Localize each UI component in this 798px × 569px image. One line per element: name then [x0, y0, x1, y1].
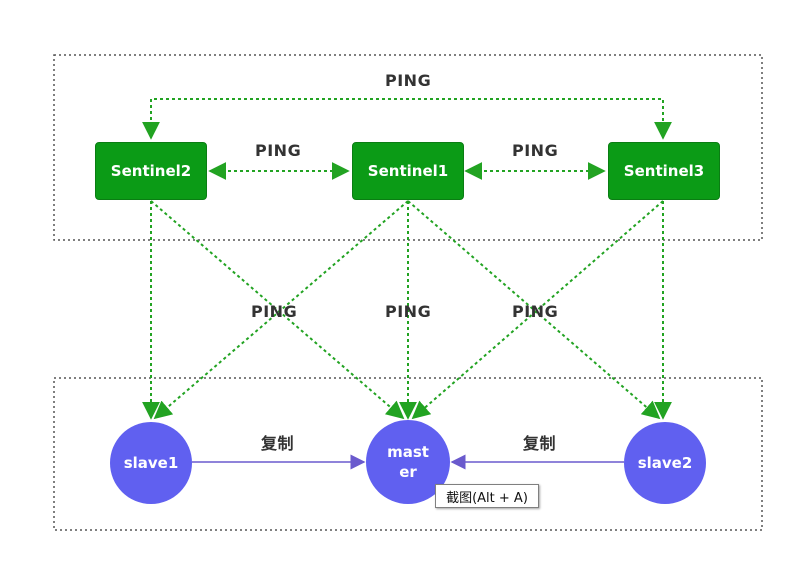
screenshot-tooltip-text: 截图(Alt + A) [446, 490, 528, 506]
ping-edge-sentinel2-sentinel3 [142, 98, 672, 140]
ping-edge-sentinel2-master [150, 200, 405, 420]
ping-label-mid-center: PING [385, 302, 432, 321]
replication-label-left: 复制 [261, 434, 295, 453]
sentinel3-node: Sentinel3 [608, 142, 720, 200]
ping-edge-sentinel1-slave1 [153, 200, 409, 420]
slave2-label: slave2 [637, 454, 693, 472]
master-label: master [387, 443, 429, 481]
sentinel2-label: Sentinel2 [110, 162, 192, 180]
slave1-label: slave1 [123, 454, 179, 472]
sentinel2-node: Sentinel2 [95, 142, 207, 200]
ping-label-right: PING [512, 141, 559, 160]
slave1-node: slave1 [110, 422, 192, 504]
ping-label-mid-left: PING [251, 302, 298, 321]
sentinel3-label: Sentinel3 [623, 162, 705, 180]
ping-label-top: PING [385, 71, 432, 90]
ping-label-mid-right: PING [512, 302, 559, 321]
slave2-node: slave2 [624, 422, 706, 504]
replication-label-right: 复制 [523, 434, 557, 453]
ping-label-left: PING [255, 141, 302, 160]
sentinel1-label: Sentinel1 [367, 162, 449, 180]
ping-edge-sentinel1-slave2 [407, 200, 661, 420]
ping-edge-sentinel3-master [411, 200, 664, 420]
sentinel1-node: Sentinel1 [352, 142, 464, 200]
screenshot-tooltip: 截图(Alt + A) [435, 484, 539, 508]
